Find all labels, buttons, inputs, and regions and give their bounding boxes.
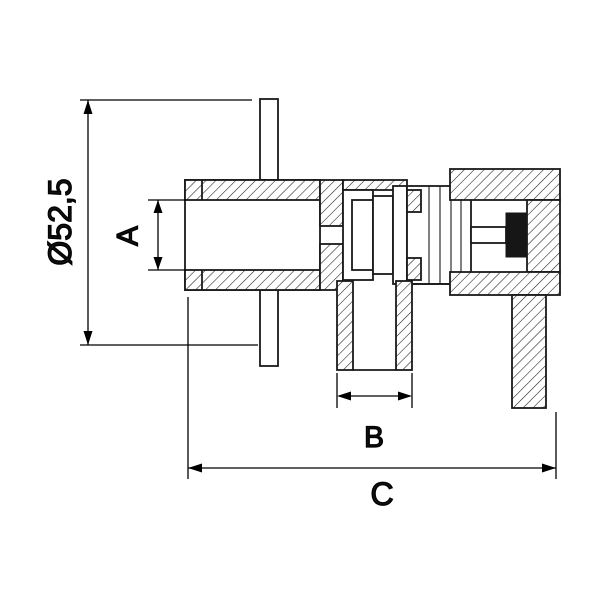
inlet-top-wall-hatch — [184, 179, 321, 201]
bracket-right-spine — [526, 199, 561, 273]
bracket-bottom-arm — [449, 271, 561, 296]
dim-diameter-arrow-down — [83, 331, 93, 345]
dim-diameter-label: Ø52,5 — [42, 178, 78, 265]
dim-c-label: C — [370, 476, 393, 512]
dim-c-arrow-right — [542, 463, 556, 473]
gland-nut — [406, 185, 472, 285]
bracket-lower-leg — [511, 294, 547, 409]
dim-a-label: A — [112, 226, 145, 246]
body-top-band-hatch — [342, 179, 408, 191]
body-wall-upper-hatch — [319, 179, 344, 227]
handle-lower-blade — [259, 289, 279, 367]
inlet-bottom-wall-hatch — [184, 269, 321, 291]
wall-bracket — [449, 168, 561, 409]
dim-diameter: Ø52,5 — [41, 99, 258, 346]
gland-nut-top-hatch — [406, 189, 422, 213]
outlet-right-wall-hatch — [395, 280, 413, 371]
dim-a: A — [111, 199, 186, 271]
bracket-top-arm — [449, 168, 561, 201]
dim-c-arrow-left — [188, 463, 202, 473]
cartridge-inner-step — [351, 199, 374, 271]
valve-cartridge — [342, 185, 408, 285]
dim-diameter-arrow-up — [83, 100, 93, 114]
outlet-pipe — [336, 280, 450, 371]
dim-a-arrow-down — [153, 257, 163, 270]
handle-upper-blade — [259, 98, 279, 181]
cartridge-mid-step — [372, 195, 394, 275]
inlet-connector — [184, 179, 321, 291]
dim-b-arrow-left — [337, 391, 351, 401]
dim-b-arrow-right — [398, 391, 412, 401]
gland-nut-bottom-hatch — [406, 257, 422, 281]
dim-b-label: B — [364, 421, 384, 454]
dim-c: C — [187, 297, 557, 513]
valve-stem — [470, 226, 507, 244]
outlet-left-wall-hatch — [336, 280, 354, 371]
dim-b: B — [336, 373, 413, 454]
dim-a-arrow-up — [153, 200, 163, 213]
cartridge-flange — [392, 185, 408, 285]
